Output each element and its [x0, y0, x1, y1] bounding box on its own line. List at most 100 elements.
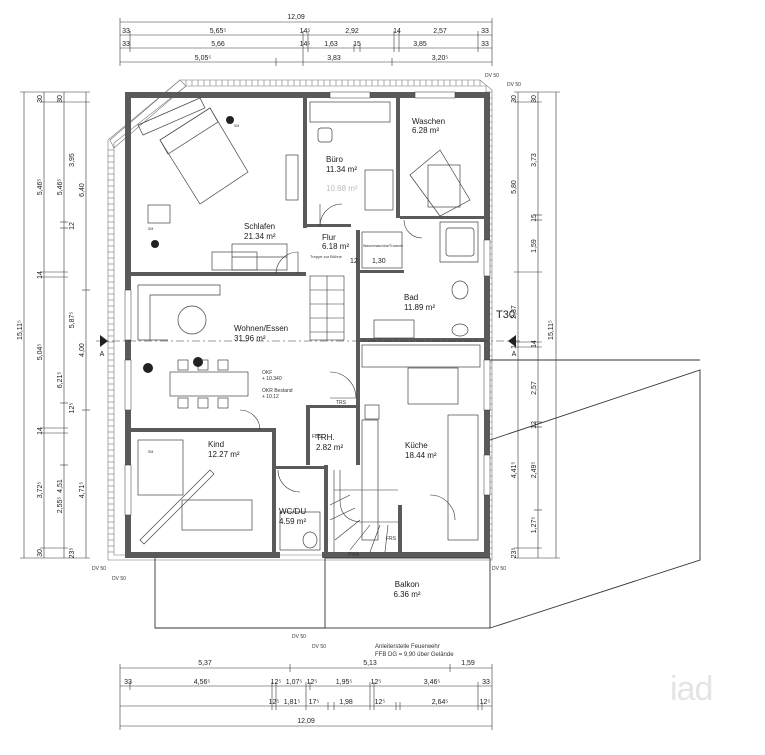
room-buero-area2: 10.68 m² [326, 184, 358, 193]
frs-label: FRS [386, 536, 397, 542]
bottom-dim: 1,81⁵ [284, 699, 301, 706]
left-dim: 5,46⁵ [57, 179, 64, 196]
left-dim: 14 [37, 271, 44, 279]
left-dim: 5,04⁵ [37, 344, 44, 361]
top-dim: 1,63 [324, 41, 338, 48]
right-dim: 30 [511, 95, 518, 103]
left-dim: 4,00 [79, 343, 86, 357]
top-total-dim: 12,09 [287, 14, 305, 21]
left-dim: 5,46⁵ [37, 179, 44, 196]
bottom-dim: 12⁵ [307, 679, 318, 686]
bottom-dim: 1,59 [461, 660, 475, 667]
stairs [309, 275, 398, 553]
exterior-walls [124, 91, 491, 558]
left-dim: 23⁵ [69, 548, 76, 559]
left-dim: 3,72⁵ [37, 482, 44, 499]
okr-label: OKR Bestand [262, 388, 293, 394]
right-dim: 2,37 [511, 305, 518, 319]
left-dim: 5,87⁵ [69, 312, 76, 329]
room-wohnen-name: Wohnen/Essen [234, 324, 288, 333]
left-dim: 30 [37, 549, 44, 557]
room-waschen-area: 6.28 m² [412, 126, 439, 135]
bottom-dim: 12⁵ [480, 699, 491, 706]
room-waschen-name: Waschen [412, 117, 445, 126]
top-dim: 15 [353, 41, 361, 48]
bottom-total-dim: 12,09 [297, 718, 315, 725]
right-dim: 4,41⁵ [511, 462, 518, 479]
right-dim: 1,27⁵ [531, 517, 538, 534]
top-dim: 2,57 [433, 28, 447, 35]
sm-label: SM [234, 124, 239, 128]
bottom-dim: 2,64⁵ [432, 699, 449, 706]
left-outer-dim: 15,11⁵ [17, 320, 24, 340]
dv50-label: DV 50 [312, 644, 326, 650]
room-balkon-name: Balkon [395, 580, 419, 589]
room-treppenhaus-area: 2.82 m² [316, 443, 343, 452]
right-dim: 2,57 [531, 381, 538, 395]
room-bad-area: 11.89 m² [404, 303, 435, 312]
feuerwehr-label: Anleiterstelle Feuerwehr [375, 644, 440, 650]
balcony [154, 359, 701, 629]
right-dim: 23⁵ [511, 548, 518, 559]
top-dim: 5,05⁵ [195, 55, 212, 62]
top-dim: 5,66 [211, 41, 225, 48]
room-wc-name: WC/DU [279, 507, 306, 516]
bottom-dim: 3,46⁵ [424, 679, 441, 686]
flur-dim-12: 12 [350, 258, 358, 265]
room-buero-name: Büro [326, 155, 343, 164]
left-dim: 12⁵ [69, 403, 76, 414]
room-labels: Schlafen 21.34 m² Büro 11.34 m² 10.68 m²… [208, 117, 445, 599]
dv50-label: DV 50 [507, 82, 521, 88]
furniture [137, 97, 481, 551]
dv50-label: DV 50 [92, 566, 106, 572]
left-dim: 14 [37, 427, 44, 435]
okr-value: + 10.12 [262, 394, 279, 400]
right-outer-dim: 15,11⁵ [548, 320, 555, 340]
top-dim: 14 [393, 28, 401, 35]
dv50-label: DV 50 [492, 566, 506, 572]
bottom-dim: 12⁵ [375, 699, 386, 706]
top-dim: 33 [481, 28, 489, 35]
room-wohnen-area: 31.96 m² [234, 334, 266, 343]
left-dim: 30 [37, 95, 44, 103]
fbs-label: FBS [312, 434, 322, 440]
left-dim: 4,71⁵ [79, 482, 86, 499]
room-flur-area: 6.18 m² [322, 242, 349, 251]
room-treppenhaus-name: TRH. [316, 433, 335, 442]
left-dim: 2,55⁵ [57, 497, 64, 514]
room-schlafen-area: 21.34 m² [244, 232, 276, 241]
plant-icons [143, 116, 234, 373]
right-dim: 2,49⁵ [531, 462, 538, 479]
left-dim: 12 [69, 222, 76, 230]
top-dimensions: 12,09 33 5,65⁵ 14⁵ 2,92 14 2,57 33 33 5,… [119, 14, 493, 66]
bottom-dim: 5,37 [198, 660, 212, 667]
bottom-dim: 12⁵ [371, 679, 382, 686]
room-kind-name: Kind [208, 440, 224, 449]
bottom-dim: 1,07⁵ [286, 679, 303, 686]
left-dimensions: 15,11⁵ 6,40 4,00 4,71⁵ 30 5,46⁵ 14 5,04⁵… [17, 91, 90, 559]
room-balkon-area: 6.36 m² [393, 590, 420, 599]
bottom-dim: 1,95⁵ [336, 679, 353, 686]
t30-label: T30 [496, 309, 515, 321]
room-schlafen-name: Schlafen [244, 222, 275, 231]
left-dim: 6,21⁵ [57, 372, 64, 389]
sm-label: SM [148, 227, 153, 231]
trs-label: TRS [336, 400, 347, 406]
top-dim: 14⁵ [300, 28, 311, 35]
bottom-dimensions: 5,37 5,13 1,59 33 4,56⁵ 12⁵ 1,07⁵ 12⁵ 1,… [119, 660, 493, 730]
right-dimensions: 15,11⁵ 30 5,80 2,37 14 4,41⁵ 23⁵ 30 3,73… [511, 91, 560, 559]
room-bad-name: Bad [404, 293, 418, 302]
doors [239, 203, 456, 521]
top-dim: 3,83 [327, 55, 341, 62]
left-dim: 4,51 [57, 479, 64, 493]
bottom-dim: 1,98 [339, 699, 353, 706]
top-dim: 3,85 [413, 41, 427, 48]
okf-value: + 10.340 [262, 376, 282, 382]
right-dim: 30 [531, 95, 538, 103]
sm-label: SM [148, 450, 153, 454]
watermark-logo: iad [670, 670, 713, 708]
bottom-dim: 4,56⁵ [194, 679, 211, 686]
bottom-dim: 5,13 [363, 660, 377, 667]
bottom-dim: 33 [482, 679, 490, 686]
